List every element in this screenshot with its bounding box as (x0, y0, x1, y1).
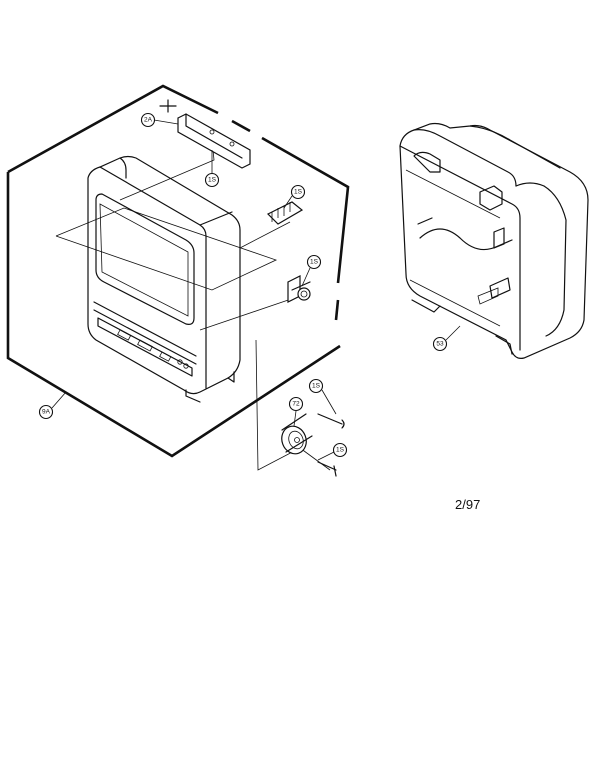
svg-text:9A: 9A (42, 409, 51, 416)
svg-text:1S: 1S (294, 189, 303, 196)
callout-53: 53 (432, 336, 448, 352)
rear-cabinet (399, 122, 589, 359)
connector-part (266, 201, 304, 225)
front-cabinet (87, 155, 241, 403)
svg-text:2A: 2A (144, 117, 153, 124)
callout-1s-speaker-top: 1S (308, 378, 324, 394)
callout-2a: 2A (140, 112, 156, 128)
svg-text:1S: 1S (312, 383, 321, 390)
date-code: 2/97 (455, 497, 481, 512)
callout-72: 72 (288, 396, 304, 412)
callout-1s-bracket: 1S (204, 172, 220, 188)
speaker-part (281, 413, 345, 477)
svg-text:1S: 1S (336, 447, 345, 454)
svg-text:53: 53 (436, 341, 444, 348)
svg-text:72: 72 (292, 401, 300, 408)
callout-1s-jack: 1S (306, 254, 322, 270)
svg-text:1S: 1S (310, 259, 319, 266)
leader-lines (51, 119, 461, 461)
top-bracket-part (159, 99, 251, 169)
callout-1s-connector: 1S (290, 184, 306, 200)
callout-1s-speaker-bottom: 1S (332, 442, 348, 458)
svg-text:1S: 1S (208, 177, 217, 184)
assembly-boundary (6, 84, 350, 458)
callout-9a: 9A (38, 404, 54, 420)
jack-part (287, 275, 311, 303)
